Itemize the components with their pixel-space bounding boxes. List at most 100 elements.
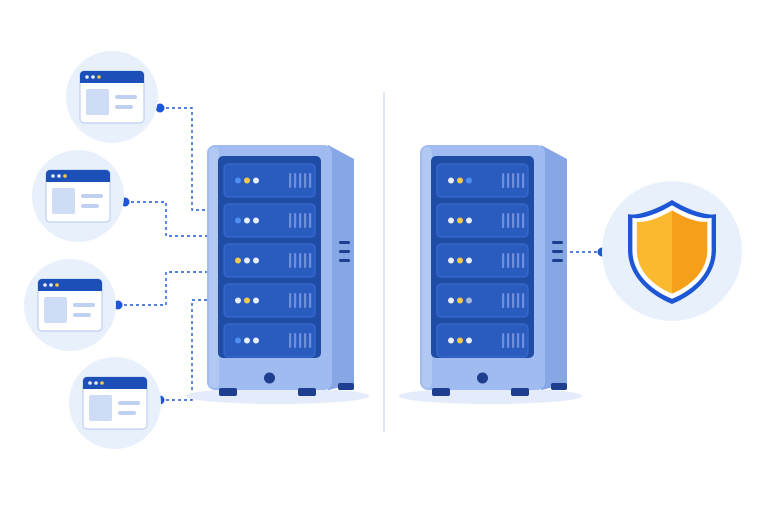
window-dot [85,75,89,79]
connector-line-4 [160,299,214,401]
bay-vent [299,293,302,308]
status-led-yellow [235,257,241,264]
status-led-yellow [457,217,463,224]
bay-vent [522,293,525,308]
status-led-gray [466,297,472,304]
server-foot [338,383,354,390]
status-led-white [466,257,472,264]
bay-vent [502,333,505,348]
status-led-white [466,217,472,224]
power-button [264,372,275,384]
bay-vent [507,333,510,348]
status-led-blue [466,177,472,184]
bay-vent [507,253,510,268]
bay-vent [502,213,505,228]
status-led-white [448,257,454,264]
bay-frame [436,243,529,278]
bay-vent [299,173,302,188]
status-led-white [466,337,472,344]
bay-vent [507,293,510,308]
connector-line-2 [125,201,214,237]
bay-frame [223,203,316,238]
server-shadow [398,388,583,404]
window-text-line [118,411,136,415]
bay-vent [289,253,292,268]
bay-vent [294,253,297,268]
window-dot [97,75,101,79]
bay-frame [436,283,529,318]
server-foot [511,388,529,396]
bay-vent [289,173,292,188]
bay-vent [507,173,510,188]
server-bay-2 [223,203,316,238]
server-bay-5 [223,323,316,358]
bay-vent [309,293,312,308]
window-dot [63,174,67,178]
status-led-yellow [457,297,463,304]
window-dot [91,75,95,79]
status-led-white [253,297,259,304]
status-led-white [253,337,259,344]
bay-vent [294,173,297,188]
shield-icon [602,181,742,321]
status-led-white [253,257,259,264]
bay-vent [512,173,515,188]
status-led-yellow [457,177,463,184]
window-image-placeholder [44,297,67,323]
bay-vent [512,253,515,268]
window-text-line [81,204,99,208]
browser-window-icon-2 [32,150,124,242]
bay-vent [517,293,520,308]
status-led-white [244,257,250,264]
status-led-white [448,177,454,184]
power-button [477,372,488,384]
bay-vent [512,293,515,308]
window-text-line [118,401,140,405]
server-rack-icon-2 [398,145,583,404]
server-shadow [185,388,370,404]
window-text-line [73,303,95,307]
status-led-yellow [457,337,463,344]
window-titlebar [80,71,144,83]
bay-vent [304,293,307,308]
bay-vent [517,333,520,348]
server-side-panel [328,145,354,390]
side-vent [339,250,350,253]
bay-vent [299,333,302,348]
bay-vent [512,213,515,228]
server-bay-3 [436,243,529,278]
server-foot [432,388,450,396]
bay-vent [522,213,525,228]
side-vent [552,250,563,253]
bay-vent [294,213,297,228]
bay-vent [309,173,312,188]
server-bay-4 [436,283,529,318]
status-led-white [448,217,454,224]
server-highlight [209,147,219,388]
window-image-placeholder [52,188,75,214]
server-bay-2 [436,203,529,238]
window-dot [43,283,47,287]
status-led-blue [235,337,241,344]
status-led-white [244,337,250,344]
status-led-white [253,177,259,184]
side-vent [552,259,563,262]
window-dot [49,283,53,287]
status-led-yellow [457,257,463,264]
bay-vent [304,333,307,348]
bay-vent [502,173,505,188]
window-text-line [73,313,91,317]
status-led-yellow [244,297,250,304]
status-led-white [448,297,454,304]
bay-vent [289,293,292,308]
window-image-placeholder [86,89,109,115]
bay-vent [299,213,302,228]
server-bay-4 [223,283,316,318]
server-rack-icon-1 [185,145,370,404]
server-bay-1 [223,163,316,198]
bay-frame [223,163,316,198]
server-foot [551,383,567,390]
window-dot [55,283,59,287]
bay-vent [304,173,307,188]
